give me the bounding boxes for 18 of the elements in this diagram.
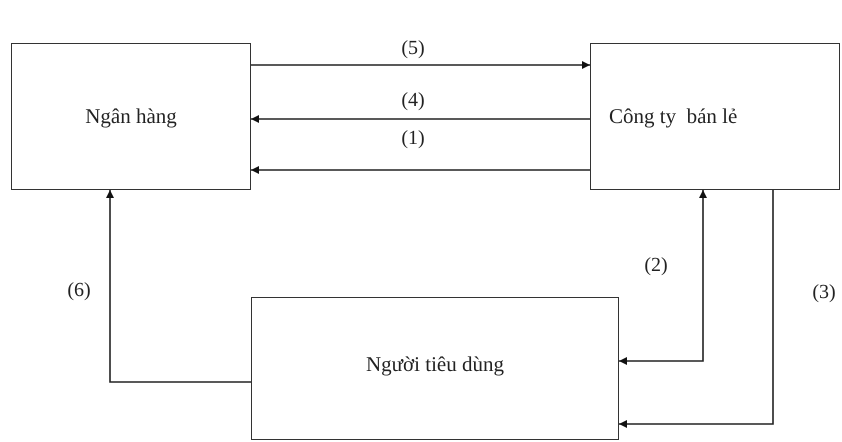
arrow — [106, 190, 251, 383]
arrow — [619, 190, 774, 428]
process-box — [11, 43, 251, 190]
edge-label: (1) — [401, 128, 425, 148]
node-label: Công ty bán lẻ — [609, 104, 738, 129]
arrow — [619, 190, 707, 365]
node-label: Ngân hàng — [85, 104, 177, 129]
edge-label: (6) — [67, 280, 91, 300]
process-box — [251, 297, 619, 440]
edge-label: (3) — [812, 282, 836, 302]
edge-label: (4) — [401, 90, 425, 110]
arrow — [251, 61, 590, 69]
arrow — [251, 115, 590, 123]
process-box — [590, 43, 840, 190]
edge-label: (5) — [401, 38, 425, 58]
edge-label: (2) — [644, 255, 668, 275]
node-label: Người tiêu dùng — [366, 352, 504, 377]
arrow — [251, 166, 590, 174]
